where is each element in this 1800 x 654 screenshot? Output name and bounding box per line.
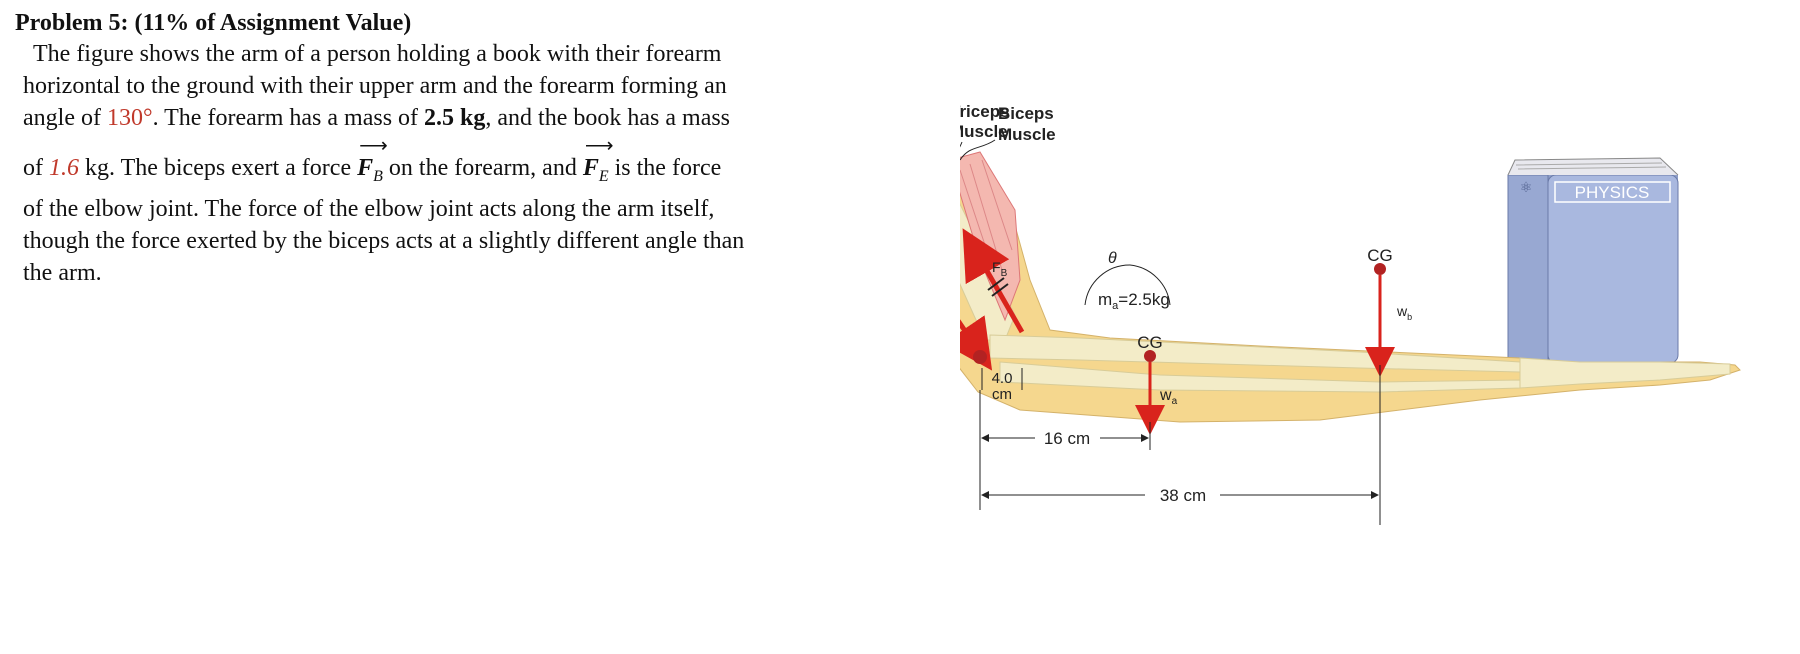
problem-line-7: the arm. xyxy=(23,259,102,286)
forearm-cg-label: CG xyxy=(1137,333,1163,352)
book-mass-value: 1.6 xyxy=(49,155,79,181)
problem-line-5: of the elbow joint. The force of the elb… xyxy=(23,195,715,222)
dim-4-ticks xyxy=(981,368,1023,390)
text-fragment: kg. The biceps exert a force xyxy=(79,155,358,181)
book-cg-label: CG xyxy=(1367,246,1393,265)
wb-label: wb xyxy=(1396,303,1412,322)
problem-line-3: angle of 130°. The forearm has a mass of… xyxy=(23,102,885,134)
vector-fb: ⟶FB xyxy=(357,135,388,193)
book-cg-dot xyxy=(1374,263,1386,275)
problem-text-block: Problem 5: (11% of Assignment Value) The… xyxy=(15,8,885,289)
fb-label: FB xyxy=(992,259,1008,279)
problem-title: Problem 5: (11% of Assignment Value) xyxy=(15,10,412,36)
theta-label: θ xyxy=(1108,250,1117,267)
text-fragment: on the forearm, and xyxy=(382,155,583,181)
vector-subscript: E xyxy=(598,167,609,185)
angle-arc xyxy=(1084,264,1171,306)
fb-tick-marks xyxy=(987,277,1009,297)
text-fragment: , and the book has a mass xyxy=(485,105,731,131)
vector-arrow-icon: ⟶ xyxy=(359,135,388,157)
angle-value: 130° xyxy=(106,105,153,131)
arm-diagram: PHYSICS ⚛ Triceps Muscle Biceps Muscle xyxy=(879,102,1741,525)
triceps-label-2: Muscle xyxy=(960,122,1008,141)
text-fragment: is the force xyxy=(608,155,722,181)
text-fragment: of xyxy=(23,155,49,181)
book: PHYSICS ⚛ xyxy=(1507,157,1679,364)
arm-book-figure: PHYSICS ⚛ Triceps Muscle Biceps Muscle xyxy=(879,100,1790,620)
dim-16-label: 16 cm xyxy=(1044,429,1090,448)
text-fragment: angle of xyxy=(23,105,107,131)
atom-icon: ⚛ xyxy=(1520,179,1533,195)
triceps-label-1: Triceps xyxy=(960,102,1010,121)
dim-4-value: 4.0 xyxy=(992,370,1013,387)
vector-arrow-icon: ⟶ xyxy=(584,135,614,157)
book-title: PHYSICS xyxy=(1575,183,1650,202)
problem-line-2: horizontal to the ground with their uppe… xyxy=(23,73,727,99)
dim-38-label: 38 cm xyxy=(1160,486,1206,505)
vector-symbol: F xyxy=(357,155,374,181)
elbow-pivot-dot xyxy=(973,350,987,364)
problem-line-1: The figure shows the arm of a person hol… xyxy=(33,41,722,67)
wa-label: wa xyxy=(1159,387,1178,407)
text-fragment: . The forearm has a mass of xyxy=(152,105,425,131)
dim-4-unit: cm xyxy=(992,386,1012,403)
book-title-box xyxy=(1554,181,1671,203)
vector-fe: ⟶FE xyxy=(582,135,614,193)
forearm-mass-value: 2.5 kg xyxy=(424,105,486,131)
forearm-mass-label: ma=2.5kg xyxy=(1098,290,1170,312)
problem-body: The figure shows the arm of a person hol… xyxy=(15,38,885,289)
problem-line-4: of 1.6 kg. The biceps exert a force ⟶FB … xyxy=(23,135,885,193)
problem-line-6: though the force exerted by the biceps a… xyxy=(23,227,745,254)
biceps-label-2: Muscle xyxy=(998,125,1056,144)
biceps-label-1: Biceps xyxy=(998,104,1054,123)
forearm-cg-dot xyxy=(1144,350,1156,362)
vector-subscript: B xyxy=(373,167,383,185)
vector-symbol: F xyxy=(582,155,599,181)
biceps-pointer xyxy=(959,139,996,161)
